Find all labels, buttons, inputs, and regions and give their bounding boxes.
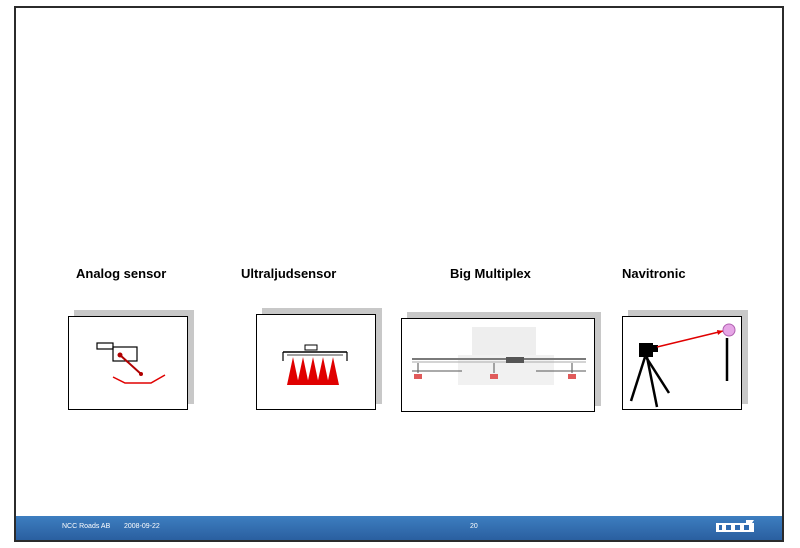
label-big-multiplex: Big Multiplex	[450, 266, 531, 281]
label-analog-sensor: Analog sensor	[76, 266, 167, 281]
analog-sensor-diagram-icon	[96, 342, 166, 384]
label-navitronic: Navitronic	[622, 266, 686, 281]
navitronic-diagram-icon	[629, 323, 736, 408]
footer-date: 2008-09-22	[124, 523, 160, 530]
ncc-logo-icon	[716, 520, 754, 532]
ultraljudsensor-panel	[256, 314, 376, 410]
footer-page-number: 20	[470, 523, 478, 530]
label-ultraljudsensor: Ultraljudsensor	[241, 266, 337, 281]
footer-company: NCC Roads AB	[62, 523, 111, 530]
analog-sensor-panel	[68, 316, 188, 410]
big-multiplex-panel	[401, 318, 595, 412]
slide: Analog sensor Ultraljudsensor Big Multip…	[14, 6, 784, 542]
footer-bar: NCC Roads AB 2008-09-22 20	[16, 516, 782, 540]
ultrasonic-sensor-diagram-icon	[282, 344, 348, 385]
navitronic-panel	[622, 316, 742, 410]
big-multiplex-photo-icon	[402, 319, 594, 411]
